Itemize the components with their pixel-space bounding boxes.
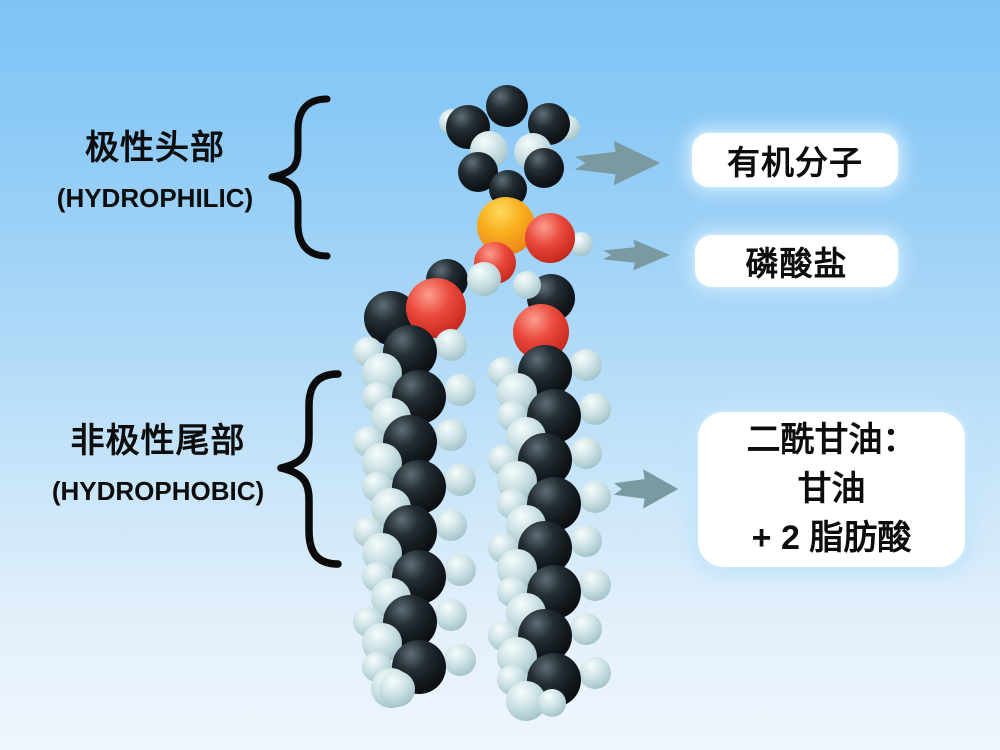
callout-diacylglycerol-line1: 二酰甘油： bbox=[746, 421, 917, 459]
atom-hydrogen bbox=[579, 569, 611, 601]
atom-carbon bbox=[458, 152, 498, 192]
atom-carbon bbox=[486, 85, 528, 127]
atom-phosphorus bbox=[477, 197, 535, 255]
atom-hydrogen bbox=[538, 689, 566, 717]
atom-hydrogen bbox=[506, 681, 546, 721]
atom-hydrogen bbox=[435, 599, 467, 631]
molecule-phosphate-group bbox=[474, 197, 593, 284]
atom-hydrogen bbox=[444, 464, 476, 496]
atom-hydrogen bbox=[435, 509, 467, 541]
polar-head-title: 极性头部 bbox=[85, 129, 225, 167]
callout-phosphate: 磷酸盐 bbox=[695, 235, 898, 287]
atom-hydrogen bbox=[579, 481, 611, 513]
atom-oxygen bbox=[513, 304, 569, 360]
callout-diacylglycerol: 二酰甘油： 甘油 + 2 脂肪酸 bbox=[698, 412, 965, 567]
atom-hydrogen bbox=[435, 329, 467, 361]
callout-organic-molecule-text: 有机分子 bbox=[727, 144, 863, 181]
atom-hydrogen bbox=[444, 644, 476, 676]
atom-hydrogen bbox=[467, 262, 501, 296]
arrow-icon-organic-molecule bbox=[574, 140, 661, 186]
atom-hydrogen bbox=[444, 374, 476, 406]
molecule-fatty-acid-tail-left bbox=[353, 325, 476, 708]
brace-icon-polar-head bbox=[268, 95, 331, 260]
atom-hydrogen bbox=[435, 419, 467, 451]
atom-hydrogen bbox=[570, 613, 602, 645]
atom-hydrogen bbox=[570, 525, 602, 557]
atom-hydrogen bbox=[579, 393, 611, 425]
atom-hydrogen bbox=[513, 271, 541, 299]
atom-oxygen bbox=[525, 213, 575, 263]
polar-head-subtitle: (HYDROPHILIC) bbox=[56, 182, 254, 213]
molecule-fatty-acid-tail-right bbox=[488, 345, 611, 721]
atom-hydrogen bbox=[444, 554, 476, 586]
arrow-icon-diacylglycerol bbox=[613, 469, 679, 509]
atom-hydrogen bbox=[570, 437, 602, 469]
molecule-glycerol-linker bbox=[364, 259, 575, 360]
atom-oxygen bbox=[406, 278, 466, 338]
atom-carbon bbox=[524, 148, 564, 188]
label-polar-head: 极性头部 (HYDROPHILIC) bbox=[49, 129, 261, 214]
atom-hydrogen bbox=[570, 349, 602, 381]
callout-phosphate-text: 磷酸盐 bbox=[745, 245, 848, 282]
label-nonpolar-tail: 非极性尾部 (HYDROPHOBIC) bbox=[38, 422, 278, 507]
brace-icon-nonpolar-tail bbox=[277, 370, 342, 568]
molecule-head-group bbox=[439, 85, 580, 208]
atom-hydrogen bbox=[379, 671, 415, 707]
atom-hydrogen bbox=[579, 657, 611, 689]
nonpolar-tail-subtitle: (HYDROPHOBIC) bbox=[51, 475, 265, 506]
arrow-icon-phosphate bbox=[603, 239, 670, 271]
callout-diacylglycerol-line3: + 2 脂肪酸 bbox=[751, 519, 912, 557]
callout-organic-molecule: 有机分子 bbox=[692, 133, 898, 187]
nonpolar-tail-title: 非极性尾部 bbox=[70, 422, 246, 460]
callout-diacylglycerol-line2: 甘油 bbox=[797, 470, 866, 508]
